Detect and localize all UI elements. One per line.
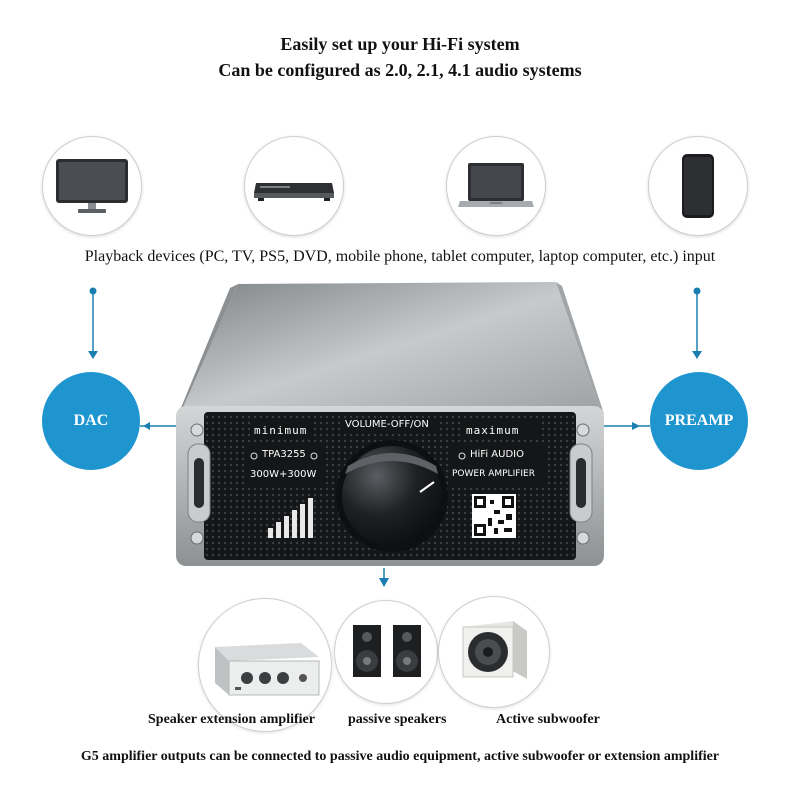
- dvd-player-icon: [254, 183, 334, 201]
- monitor-circle: [42, 136, 142, 236]
- passive-speakers-label: passive speakers: [348, 712, 447, 727]
- phone-circle: [648, 136, 748, 236]
- passive-speakers-icon: [353, 625, 421, 677]
- laptop-circle: [446, 136, 546, 236]
- input-caption: Playback devices (PC, TV, PS5, DVD, mobi…: [84, 248, 716, 265]
- laptop-icon: [458, 163, 534, 207]
- monitor-icon: [56, 159, 128, 213]
- subwoofer-icon: [462, 621, 527, 679]
- amp-label-maximum: maximum: [466, 424, 520, 437]
- footer-caption: G5 amplifier outputs can be connected to…: [80, 749, 720, 764]
- headline-line-1: Easily set up your Hi-Fi system: [280, 34, 520, 54]
- dac-badge: DAC: [42, 372, 140, 470]
- ext-amp-circle: [198, 598, 332, 732]
- preamp-badge: PREAMP: [650, 372, 748, 470]
- dvd-circle: [244, 136, 344, 236]
- amp-label-power-rating: 300W+300W: [250, 469, 317, 480]
- amp-label-type: POWER AMPLIFIER: [452, 469, 535, 479]
- amp-label-chip: TPA3255: [262, 449, 306, 460]
- headline-line-2: Can be configured as 2.0, 2.1, 4.1 audio…: [218, 60, 582, 80]
- amp-label-volume: VOLUME-OFF/ON: [345, 419, 429, 430]
- subwoofer-label: Active subwoofer: [496, 712, 600, 727]
- ext-amp-label: Speaker extension amplifier: [148, 712, 315, 727]
- amp-label-hifi: HiFi AUDIO: [470, 449, 524, 460]
- amp-label-minimum: minimum: [254, 424, 308, 437]
- phone-icon: [682, 154, 714, 218]
- subwoofer-circle: [438, 596, 550, 708]
- passive-speakers-circle: [334, 600, 438, 704]
- extension-amplifier-icon: [215, 643, 320, 696]
